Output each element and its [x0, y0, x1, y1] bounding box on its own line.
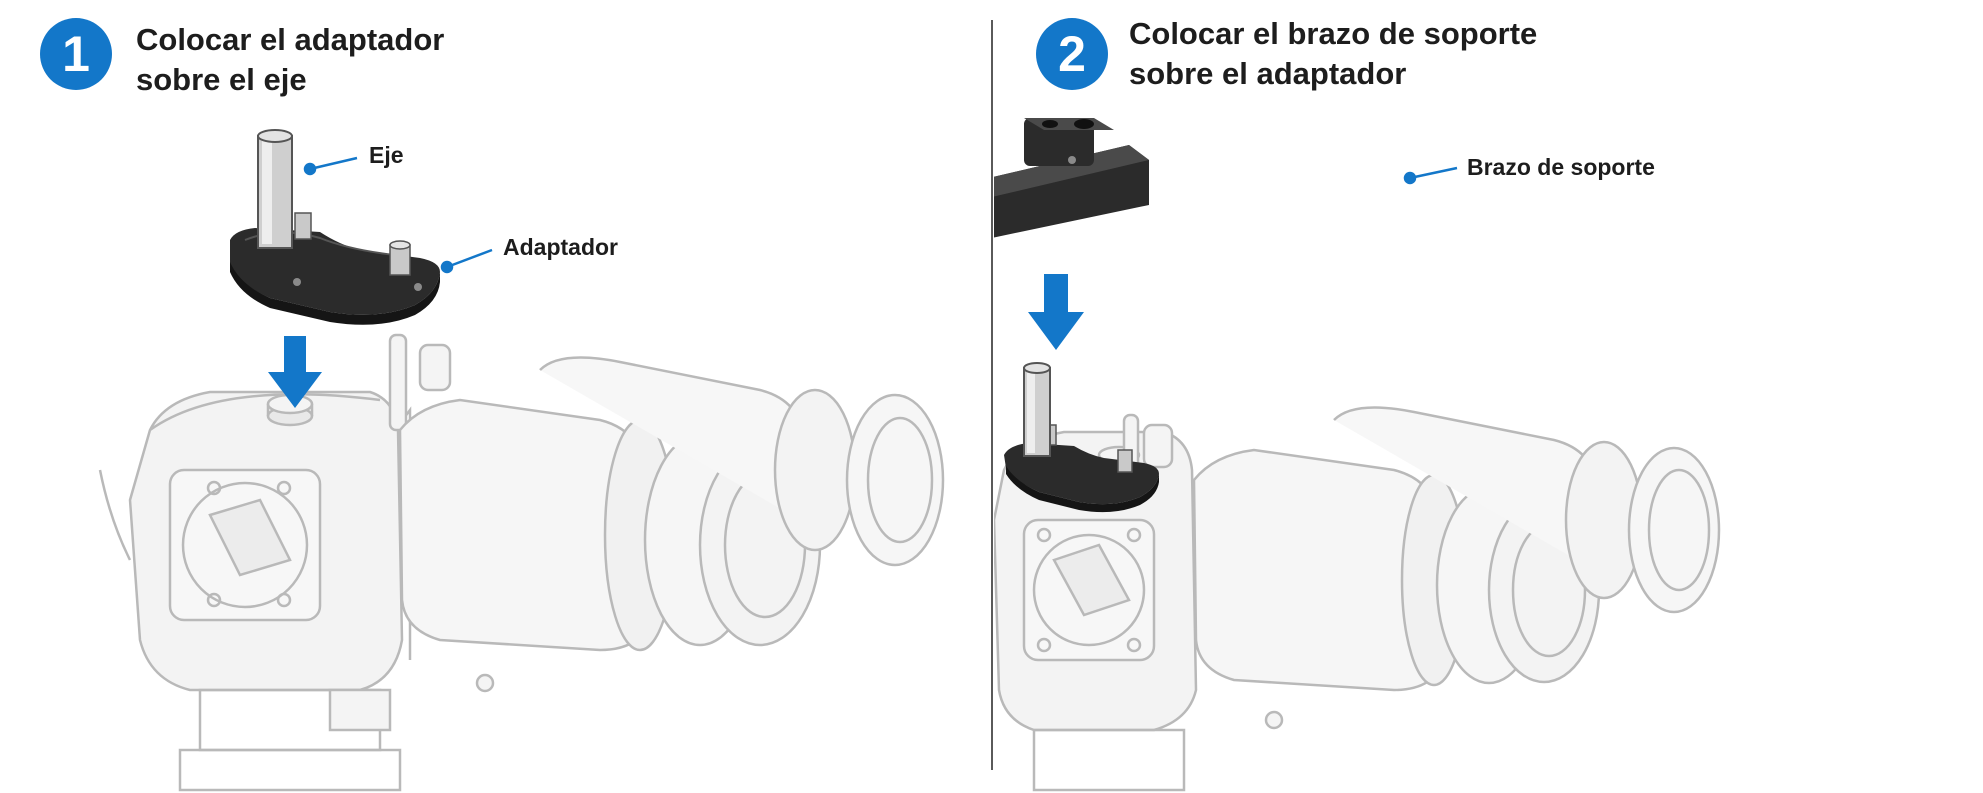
down-arrow-icon [268, 336, 322, 408]
support-arm-label: Brazo de soporte [1467, 154, 1655, 180]
step-2-illustration [994, 118, 1721, 792]
down-arrow-icon [1028, 274, 1084, 350]
step-1-panel: 1 Colocar el adaptador sobre el eje Eje … [0, 0, 990, 793]
adapter-label: Adaptador [503, 234, 618, 260]
microscope-body-ghost [98, 333, 945, 792]
step-title-line-2: sobre el eje [136, 62, 307, 97]
step-title-line-2: sobre el adaptador [1129, 56, 1407, 91]
step-divider [991, 20, 993, 770]
leader-lines [303, 156, 493, 274]
support-arm-part [994, 118, 1149, 238]
microscope-body-ghost [994, 406, 1721, 792]
leader-lines [1403, 166, 1458, 185]
step-title: Colocar el adaptador sobre el eje [136, 20, 444, 100]
step-number-badge: 2 [1036, 18, 1108, 90]
step-title: Colocar el brazo de soporte sobre el ada… [1129, 14, 1537, 94]
step-2-panel: 2 Colocar el brazo de soporte sobre el a… [994, 0, 1983, 793]
shaft-label: Eje [369, 142, 404, 168]
step-number-badge: 1 [40, 18, 112, 90]
step-1-illustration [98, 129, 945, 792]
shaft-part [257, 129, 411, 276]
step-title-line-1: Colocar el adaptador [136, 22, 445, 57]
shaft-part [1023, 362, 1051, 457]
step-title-line-1: Colocar el brazo de soporte [1129, 16, 1538, 51]
